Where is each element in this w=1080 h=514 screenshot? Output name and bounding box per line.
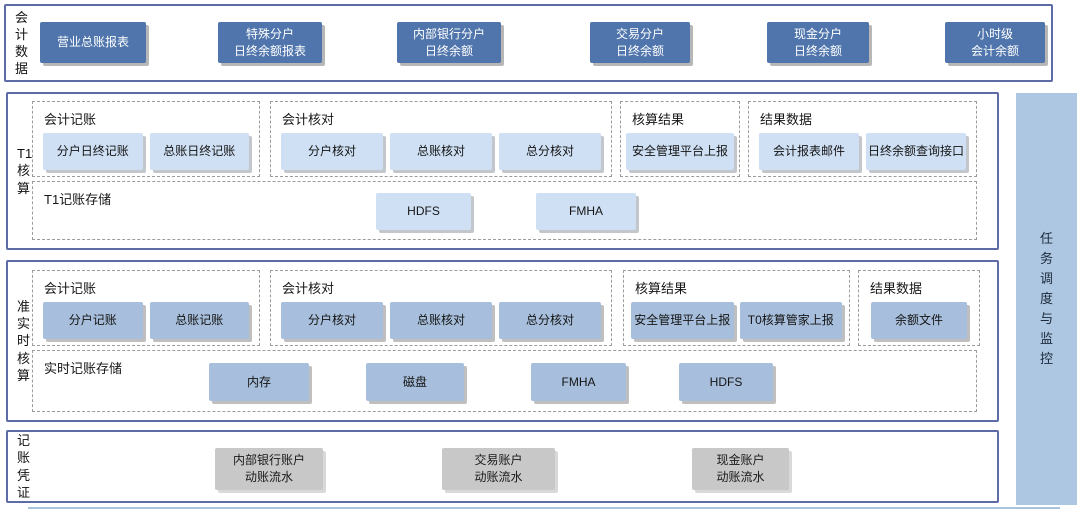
- report-box: 现金分户 日终余额: [767, 22, 869, 63]
- module-box: 分户日终记账: [43, 133, 143, 170]
- module-box: 日终余额查询接口: [866, 133, 966, 170]
- module-box: 总分核对: [499, 133, 601, 170]
- module-box: 总账核对: [390, 302, 492, 339]
- voucher-box: 现金账户 动账流水: [692, 448, 789, 490]
- task-scheduling-monitoring-bar: 任务调度与监控: [1016, 93, 1077, 505]
- group-title: T1记账存储: [44, 192, 112, 207]
- module-box: 安全管理平台上报: [626, 133, 734, 170]
- accounting-data-band: 会计数据 营业总账报表 特殊分户 日终余额报表 内部银行分户 日终余额 交易分户…: [4, 4, 1053, 82]
- module-box: 余额文件: [871, 302, 967, 339]
- group-title: 结果数据: [870, 281, 923, 296]
- module-box: T0核算管家上报: [739, 302, 842, 339]
- module-box: 安全管理平台上报: [631, 302, 734, 339]
- group-title: 会计核对: [282, 281, 335, 296]
- voucher-band: 记账凭证 内部银行账户 动账流水 交易账户 动账流水 现金账户 动账流水: [6, 430, 999, 503]
- t1-bookkeeping-group: 会计记账 分户日终记账 总账日终记账: [32, 101, 260, 177]
- module-box: 会计报表邮件: [759, 133, 859, 170]
- storage-box: 磁盘: [366, 363, 464, 401]
- report-box: 特殊分户 日终余额报表: [218, 22, 322, 63]
- realtime-settlement-band: 准实时核算 会计记账 分户记账 总账记账 会计核对 分户核对 总账核对 总分核对…: [6, 260, 999, 422]
- t1-result-group: 核算结果 安全管理平台上报: [620, 101, 740, 177]
- report-box: 交易分户 日终余额: [590, 22, 690, 63]
- report-box: 小时级 会计余额: [945, 22, 1045, 63]
- module-box: 总账记账: [149, 302, 249, 339]
- rt-result-data-group: 结果数据 余额文件: [858, 270, 980, 346]
- t1-band-label: T1核算: [17, 146, 33, 196]
- voucher-band-label: 记账凭证: [17, 433, 31, 500]
- t1-storage-group: T1记账存储 HDFS FMHA: [32, 181, 977, 240]
- scheduler-bar-label: 任务调度与监控: [1039, 230, 1053, 367]
- rt-storage-group: 实时记账存储 内存 磁盘 FMHA HDFS: [32, 350, 977, 412]
- report-box: 内部银行分户 日终余额: [397, 22, 501, 63]
- rt-result-group: 核算结果 安全管理平台上报 T0核算管家上报: [623, 270, 850, 346]
- t1-settlement-band: T1核算 会计记账 分户日终记账 总账日终记账 会计核对 分户核对 总账核对 总…: [6, 92, 999, 250]
- module-box: 分户记账: [43, 302, 143, 339]
- group-title: 实时记账存储: [44, 361, 123, 376]
- realtime-band-label: 准实时核算: [17, 299, 31, 383]
- group-title: 核算结果: [632, 112, 685, 127]
- storage-box: HDFS: [376, 193, 471, 230]
- group-title: 结果数据: [760, 112, 813, 127]
- storage-box: FMHA: [531, 363, 626, 401]
- report-box: 营业总账报表: [40, 22, 146, 63]
- group-title: 会计核对: [282, 112, 335, 127]
- storage-box: HDFS: [679, 363, 773, 401]
- group-title: 会计记账: [44, 281, 97, 296]
- module-box: 分户核对: [281, 133, 383, 170]
- rt-bookkeeping-group: 会计记账 分户记账 总账记账: [32, 270, 260, 346]
- module-box: 总账核对: [390, 133, 492, 170]
- t1-reconciliation-group: 会计核对 分户核对 总账核对 总分核对: [270, 101, 612, 177]
- module-box: 总分核对: [499, 302, 601, 339]
- group-title: 会计记账: [44, 112, 97, 127]
- accounting-data-band-label: 会计数据: [15, 9, 29, 77]
- voucher-box: 内部银行账户 动账流水: [215, 448, 323, 490]
- module-box: 总账日终记账: [149, 133, 249, 170]
- rt-reconciliation-group: 会计核对 分户核对 总账核对 总分核对: [270, 270, 612, 346]
- bottom-frame-line: [28, 507, 1060, 509]
- voucher-box: 交易账户 动账流水: [442, 448, 555, 490]
- t1-result-data-group: 结果数据 会计报表邮件 日终余额查询接口: [748, 101, 977, 177]
- storage-box: FMHA: [536, 193, 636, 230]
- group-title: 核算结果: [635, 281, 688, 296]
- module-box: 分户核对: [281, 302, 383, 339]
- storage-box: 内存: [209, 363, 309, 401]
